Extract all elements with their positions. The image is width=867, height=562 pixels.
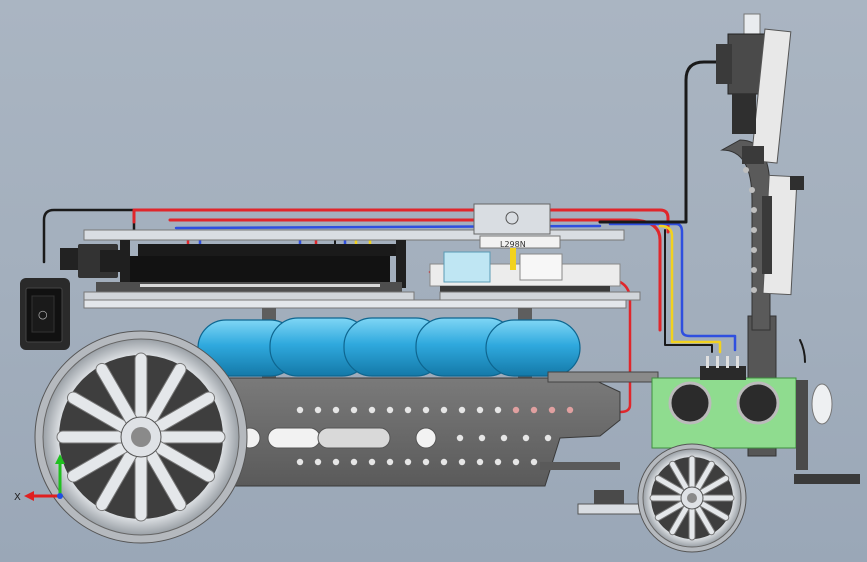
mount-hole <box>478 434 486 442</box>
side-sensor-module <box>762 174 804 296</box>
main-plate <box>83 299 627 309</box>
mount-hole <box>404 406 412 414</box>
mount-hole <box>440 406 448 414</box>
mast-holes <box>743 167 757 293</box>
mount-hole <box>350 406 358 414</box>
battery-pack <box>197 317 581 377</box>
mount-hole <box>512 406 520 414</box>
sensor-pins <box>706 356 739 368</box>
svg-text:○: ○ <box>38 308 48 321</box>
ultrasonic-sensor <box>651 356 833 470</box>
mount-hole <box>530 406 538 414</box>
transducer-right <box>736 381 780 425</box>
mount-hole <box>458 406 466 414</box>
mount-hole <box>368 406 376 414</box>
mount-hole <box>296 406 304 414</box>
rear-wheel <box>34 330 248 544</box>
mount-hole <box>440 458 448 466</box>
mount-hole <box>422 458 430 466</box>
mount-hole <box>386 406 394 414</box>
mount-holes-row3 <box>456 434 552 442</box>
mount-hole <box>476 458 484 466</box>
mount-hole <box>368 458 376 466</box>
mount-hole <box>476 406 484 414</box>
header-pins <box>140 284 380 287</box>
mount-hole <box>404 458 412 466</box>
mount-hole <box>386 458 394 466</box>
mount-hole <box>332 406 340 414</box>
mount-hole <box>544 434 552 442</box>
mount-hole <box>314 458 322 466</box>
mount-hole <box>530 458 538 466</box>
mount-hole <box>522 434 530 442</box>
mount-hole <box>296 458 304 466</box>
mount-hole <box>458 458 466 466</box>
triad-x-label: X <box>14 492 21 503</box>
mount-hole <box>566 406 574 414</box>
mount-hole <box>332 458 340 466</box>
upper-deck <box>83 229 625 301</box>
mount-hole <box>500 434 508 442</box>
triad-z-axis <box>57 493 63 499</box>
transducer-left <box>668 381 712 425</box>
mount-hole <box>456 434 464 442</box>
dc-jack <box>60 244 120 278</box>
motor-driver-board: L298N <box>429 203 641 301</box>
board-label: L298N <box>500 240 526 249</box>
orientation-triad: X <box>14 454 65 503</box>
power-switch-assembly: ○ <box>20 278 70 350</box>
mount-hole <box>494 406 502 414</box>
mount-holes-row2 <box>296 458 538 466</box>
mount-hole <box>548 406 556 414</box>
mount-hole <box>350 458 358 466</box>
mount-holes-row1 <box>296 406 574 414</box>
mount-hole <box>512 458 520 466</box>
mount-hole <box>494 458 502 466</box>
mount-hole <box>314 406 322 414</box>
front-wheel <box>637 443 747 553</box>
mount-hole <box>422 406 430 414</box>
top-servo-module <box>716 13 792 164</box>
